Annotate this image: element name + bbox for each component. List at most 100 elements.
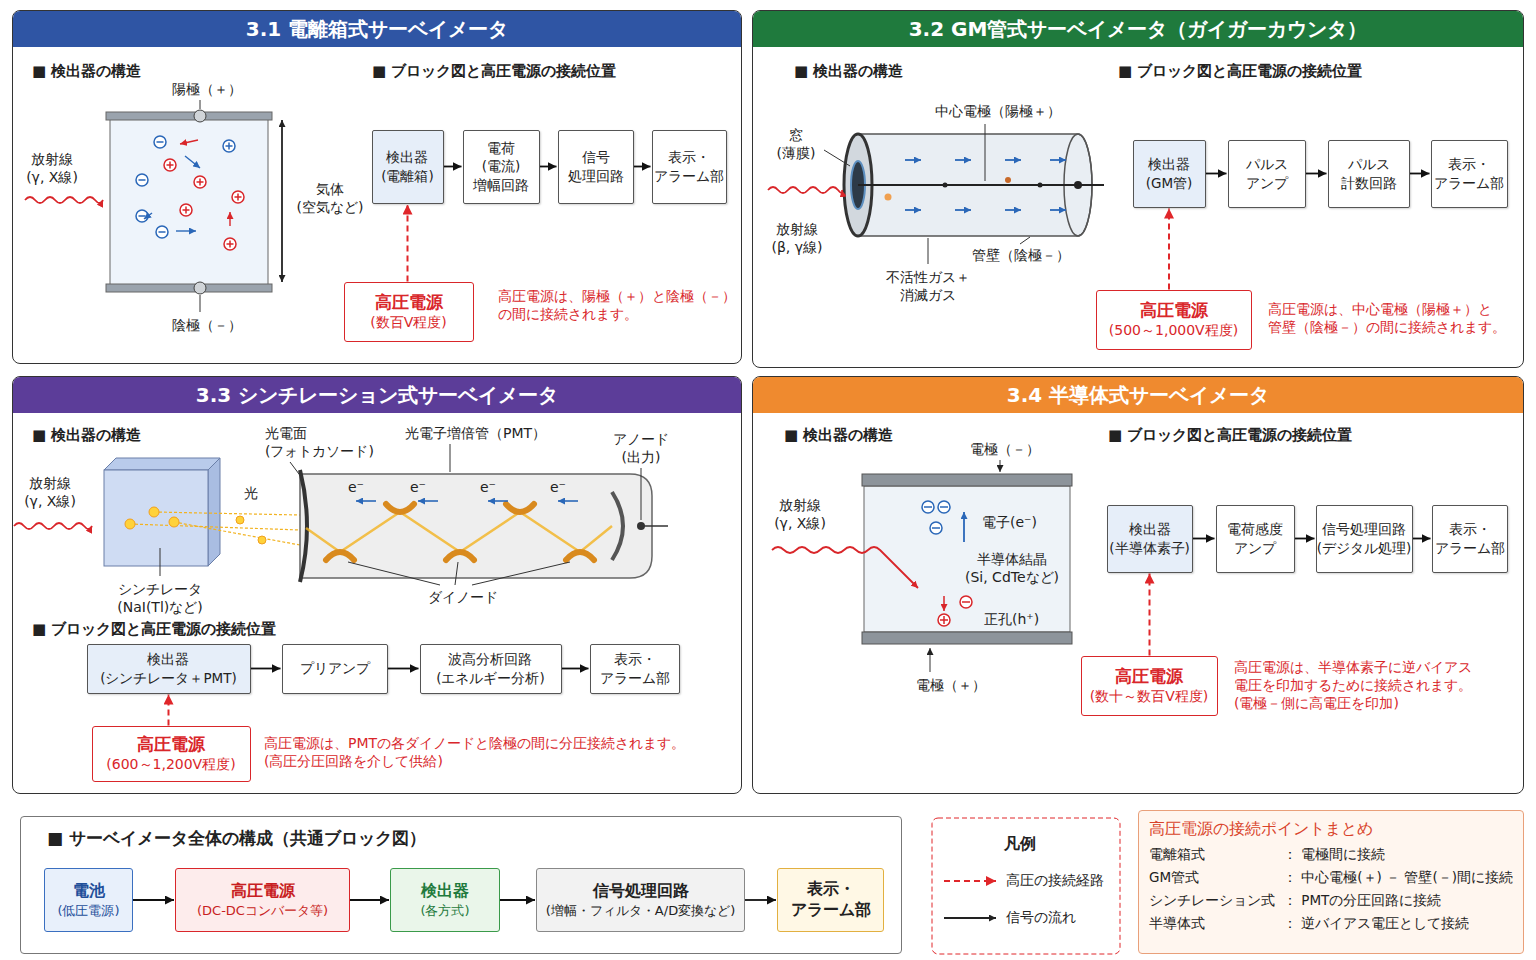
scintillation-detector [160,548,161,576]
part-label: 放射線 (γ, X線) [774,496,826,532]
scintillation-detector [488,500,508,502]
ion-chamber [25,197,103,203]
electron-arrow [905,209,921,211]
power-supply-box: 高圧電源(数十～数百V程度) [1081,656,1218,716]
legend-text: 高圧の接続経路 [1006,871,1104,889]
table-cell: GM管式 [1149,869,1275,887]
text-line: 放射線 [26,150,78,168]
scintillation-detector [450,444,451,472]
scintillation-detector [125,519,135,529]
signal-arrow [1295,538,1315,540]
ion-symbol [139,179,146,181]
scintillation-detector [290,462,302,478]
scintillation-detector [386,504,414,512]
scintillation-detector [418,500,438,502]
scintillation-detector [300,474,652,578]
legend-sample [944,917,996,919]
text-line: アノード [613,430,669,448]
box-text: 高圧電源 [231,881,295,902]
text-line: (エネルギー分析) [436,669,545,687]
ion-symbol [224,238,236,250]
ion-chamber [106,284,272,292]
semiconductor-detector [938,614,950,626]
note: 高圧電源は、半導体素子に逆バイアス 電圧を印加するために接続されます。 (電極－… [1234,658,1472,713]
process-box: 表示・ アラーム部 [777,868,884,932]
signal-arrow [133,899,174,901]
part-label: シンチレータ (NaI(Tl)など) [117,580,202,616]
power-supply-box: 高圧電源(600～1,200V程度) [92,726,251,782]
ion-symbol [229,241,231,248]
gm-tube [858,184,1104,186]
scintillation-detector [472,562,570,585]
semiconductor-detector [943,596,945,611]
table-cell: 半導体式 [1149,915,1275,933]
semiconductor-detector [938,501,950,513]
part-label: 放射線 (γ, X線) [26,150,78,186]
text-line: (デジタル処理) [1317,539,1412,557]
signal-arrow [500,899,535,901]
part-label: 光電子増倍管（PMT） [405,424,546,442]
legend-title: 凡例 [1004,834,1036,855]
part-label: アノード (出力) [613,430,669,466]
text-line: プリアンプ [300,659,370,677]
text-line: 管壁（陰極－）の間に接続されます。 [1268,318,1506,336]
power-supply-box: 高圧電源(500～1,000V程度) [1096,290,1252,350]
electron-arrow [955,209,971,211]
legend-sample [944,881,996,918]
box-text: 検出器 (電離箱) [381,148,434,184]
text-line: アンプ [1246,174,1288,192]
gm-tube [1020,237,1030,244]
electron-arrow [905,159,921,161]
semiconductor-detector [1000,460,1001,472]
part-label: 窓 (薄膜) [777,126,816,162]
scintillation-detector [356,500,578,502]
box-text: 表示・ アラーム部 [791,879,871,921]
scintillation-detector [455,562,458,585]
scintillation-detector [566,552,594,560]
ion-chamber [25,100,282,312]
text-line: (NaI(Tl)など) [117,598,202,616]
scintillation-detector [236,516,244,524]
signal-arrow [444,166,462,168]
box-text: 高圧電源 [1115,665,1183,688]
process-box: 表示・ アラーム部 [652,130,727,204]
process-box: 表示・ アラーム部 [590,644,680,694]
semiconductor-detector [922,501,934,513]
box-text: (数十～数百V程度) [1090,688,1209,706]
part-label: 光電面 (フォトカソード) [265,424,374,460]
box-text: 電荷感度 アンプ [1227,520,1283,556]
semiconductor-detector [962,601,970,603]
gm-tube [1074,181,1082,189]
process-box: パルス アンプ [1228,140,1306,208]
text-line: アラーム部 [1434,174,1504,192]
table-cell: シンチレーション式 [1149,892,1275,910]
box-text: 検出器 (半導体素子) [1109,520,1190,556]
legend-text: 信号の流れ [1006,908,1076,926]
section-heading: ■ ブロック図と高圧電源の接続位置 [32,620,276,640]
text-line: アラーム部 [654,167,724,185]
gm-tube [768,124,1104,264]
detector-box: 検出器 (半導体素子) [1107,505,1193,573]
text-line: 放射線 [24,474,76,492]
detector-box: 検出器 (GM管) [1133,140,1206,208]
electron-arrow [1005,209,1021,211]
text-line: 増幅回路 [473,176,529,194]
part-label: 陰極（－） [172,316,242,334]
scintillation-detector [104,458,220,470]
scintillation-detector [130,524,300,530]
text-line: 高圧電源は、PMTの各ダイノードと陰極の間に分圧接続されます。 [264,734,685,752]
text-line: 電荷 [473,139,529,157]
scintillation-detector [14,523,92,529]
process-box: 表示・ アラーム部 [1432,505,1508,573]
box-text: 表示・ アラーム部 [600,650,670,686]
text-line: (γ, X線) [774,514,826,532]
text-line: 高圧電源は、陽極（＋）と陰極（－） [498,287,736,305]
summary-box: 高圧電源の接続ポイントまとめ電離箱式： 電極間に接続GM管式： 中心電極(＋) … [1138,810,1524,954]
signal-arrow [562,668,589,670]
text-line: アラーム部 [600,669,670,687]
part-label: e⁻ [348,478,364,496]
signal-arrow [634,166,651,168]
scintillation-detector [306,512,612,552]
gm-tube [943,183,948,188]
process-box: 電荷 (電流) 増幅回路 [463,130,540,204]
